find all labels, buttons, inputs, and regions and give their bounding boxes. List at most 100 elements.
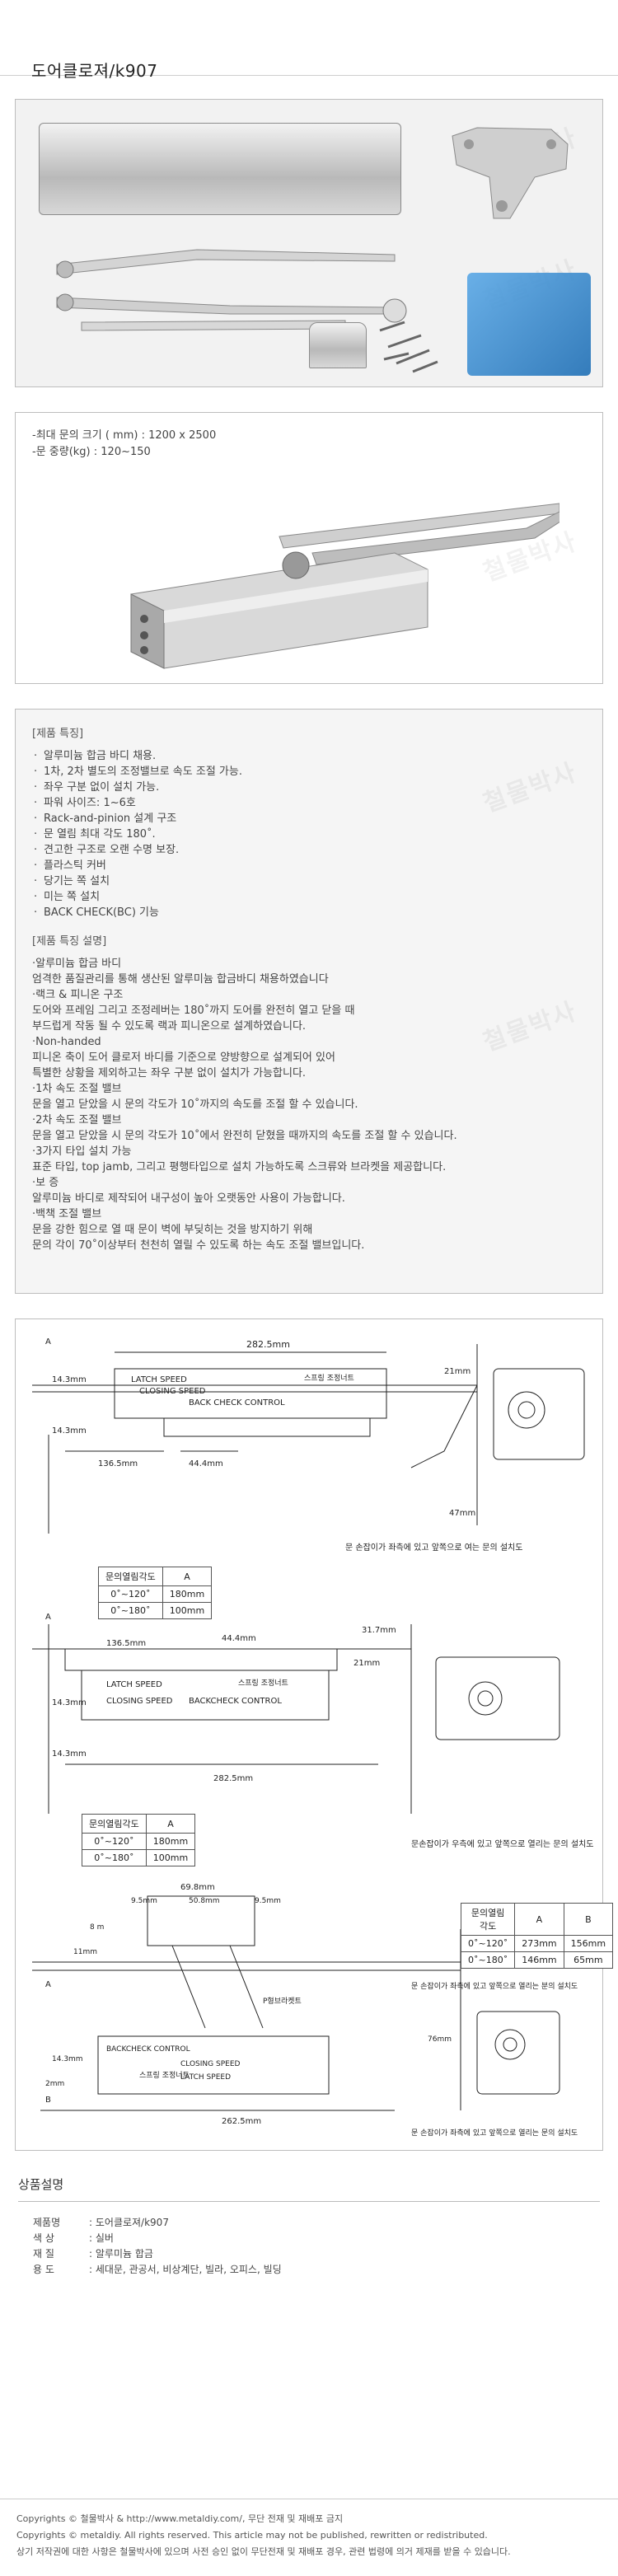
copyright-line: Copyrights © 철물박사 & http://www.metaldiy.… <box>16 2513 344 2524</box>
features-list: 알루미늄 합금 바디 채용. 1차, 2차 별도의 조정밸브로 속도 조절 가능… <box>32 748 457 920</box>
description-line: 문을 열고 닫았을 시 문의 각도가 10˚에서 완전히 닫혔을 때까지의 속도… <box>32 1130 457 1142</box>
dim-label: 44.4mm <box>189 1459 223 1468</box>
description-line: ·보 증 <box>32 1177 59 1189</box>
info-key: 재 질 <box>33 2248 54 2260</box>
spring-nut-label: 스프링 조정너트 <box>139 2070 190 2080</box>
diagram-1 <box>32 1344 585 1534</box>
table-cell: 0˚~120˚ <box>460 1935 516 1952</box>
description-line: 알루미늄 바디로 제작되어 내구성이 높아 오랫동안 사용이 가능합니다. <box>32 1192 345 1205</box>
table-header: A <box>162 1567 213 1586</box>
dim-label: 14.3mm <box>52 1698 87 1707</box>
dim-label: 282.5mm <box>246 1339 290 1350</box>
table-cell: 0˚~180˚ <box>82 1849 147 1866</box>
list-item: 미는 쪽 설치 <box>32 889 457 905</box>
table-header: 문의열림각도 <box>460 1903 516 1936</box>
table-cell: 0˚~180˚ <box>98 1602 163 1619</box>
dim-label: 136.5mm <box>98 1459 138 1468</box>
table-cell: 100mm <box>145 1849 196 1866</box>
end-cap-image <box>309 322 367 368</box>
list-item: 견고한 구조로 오랜 수명 보장. <box>32 842 457 858</box>
table-header: B <box>563 1903 614 1936</box>
table-cell: 0˚~180˚ <box>460 1951 516 1969</box>
list-item: 당기는 쪽 설치 <box>32 873 457 889</box>
description-line: 표준 타입, top jamb, 그리고 평행타입으로 설치 가능하도록 스크류… <box>32 1161 447 1173</box>
description-line: 문의 각이 70˚이상부터 천천히 열릴 수 있도록 하는 속도 조절 밸브입니… <box>32 1239 365 1252</box>
specs-panel: -최대 문의 크기 ( mm) : 1200 x 2500 -문 중량(kg) … <box>15 412 603 684</box>
dim-label: 76mm <box>428 2035 452 2044</box>
backcheck-label: BACKCHECK CONTROL <box>189 1697 282 1706</box>
table-header: A <box>145 1814 196 1834</box>
table-cell: 146mm <box>514 1951 564 1969</box>
latch-speed-label: LATCH SPEED <box>106 1680 162 1689</box>
copyright-line: Copyrights © metaldiy. All rights reserv… <box>16 2530 488 2541</box>
list-item: BACK CHECK(BC) 기능 <box>32 905 457 920</box>
info-row: 제품명 : 도어클로져/k907 <box>33 2215 618 2231</box>
install-note: 문 손잡이가 좌측에 있고 앞쪽으로 열리는 문의 설치도 <box>411 2128 578 2138</box>
description-line: 도어와 프레임 그리고 조정레버는 180˚까지 도어를 완전히 열고 닫을 때 <box>32 1005 355 1017</box>
dim-label: 11mm <box>73 1948 97 1956</box>
install-note: 문손잡이가 우측에 있고 앞쪽으로 열리는 문의 설치도 <box>411 1839 593 1849</box>
description-line: ·Non-handed <box>32 1036 101 1048</box>
dim-label: 21mm <box>353 1659 380 1668</box>
info-row: 재 질 : 알루미늄 합금 <box>33 2246 618 2262</box>
closing-speed-label: CLOSING SPEED <box>180 2060 241 2068</box>
dim-label: 14.3mm <box>52 1426 87 1436</box>
page-title: 도어클로져/k907 <box>31 61 158 81</box>
dim-label: 31.7mm <box>362 1626 396 1635</box>
install-note: 문 손잡이가 좌측에 있고 앞쪽으로 여는 문의 설치도 <box>345 1543 522 1553</box>
list-item: 파워 사이즈: 1~6호 <box>32 795 457 811</box>
dim-label: 14.3mm <box>52 2055 83 2063</box>
description-line: ·백책 조절 밸브 <box>32 1208 102 1220</box>
description-line: 문을 강한 힘으로 열 때 문이 벽에 부딪히는 것을 방지하기 위해 <box>32 1224 313 1236</box>
description-line: 피니온 축이 도어 클로저 바디를 기준으로 양방향으로 설계되어 있어 <box>32 1051 335 1064</box>
info-value: : 실버 <box>89 2232 114 2244</box>
table-header: 문의열림각도 <box>82 1814 147 1834</box>
copyright-line: 상기 저작권에 대한 사항은 철물박사에 있으며 사전 승인 없이 무단전재 및… <box>16 2546 511 2557</box>
spring-nut-label: 스프링 조정너트 <box>304 1373 354 1383</box>
description-line: ·랙크 & 피니온 구조 <box>32 989 124 1001</box>
diagram-2 <box>32 1624 560 1814</box>
list-item: 알루미늄 합금 바디 채용. <box>32 748 457 764</box>
info-key: 색 상 <box>33 2232 54 2244</box>
copyright-footer: Copyrights © 철물박사 & http://www.metaldiy.… <box>0 2499 618 2560</box>
table-cell: 180mm <box>145 1833 196 1850</box>
dim-label: 282.5mm <box>213 1774 253 1783</box>
table-cell: 65mm <box>563 1951 614 1969</box>
spec-door-size: -최대 문의 크기 ( mm) : 1200 x 2500 <box>32 429 217 442</box>
dim-label: 14.3mm <box>52 1749 87 1759</box>
description-line: ·2차 속도 조절 밸브 <box>32 1114 122 1126</box>
list-item: 1차, 2차 별도의 조정밸브로 속도 조절 가능. <box>32 764 457 780</box>
info-key: 용 도 <box>33 2264 54 2275</box>
list-item: 좌우 구분 없이 설치 가능. <box>32 780 457 795</box>
dim-a-label: A <box>45 1613 51 1622</box>
installation-drawings: 282.5mm 14.3mm 14.3mm 136.5mm 44.4mm 21m… <box>32 1337 593 2138</box>
closing-speed-label: CLOSING SPEED <box>106 1697 173 1706</box>
dim-label: 50.8mm <box>189 1897 220 1905</box>
table-header: A <box>514 1903 564 1936</box>
spec-list: -최대 문의 크기 ( mm) : 1200 x 2500 -문 중량(kg) … <box>32 428 216 461</box>
dim-a-label: A <box>45 1337 51 1347</box>
description-line: 부드럽게 작동 될 수 있도록 랙과 피니온으로 설계하였습니다. <box>32 1020 307 1033</box>
dim-label: 2mm <box>45 2080 64 2088</box>
product-info-rows: 제품명 : 도어클로져/k907 색 상 : 실버 재 질 : 알루미늄 합금 용 도… <box>33 2215 618 2278</box>
install-note: 문 손잡이가 좌측에 있고 앞쪽으로 열리는 분의 설치도 <box>411 1981 578 1991</box>
closer-body-image <box>39 123 401 215</box>
dim-label: 9.5mm <box>255 1897 281 1905</box>
page-header: 도어클로져/k907 <box>0 0 618 81</box>
features-heading: [제품 특징] <box>32 728 84 740</box>
description-line: ·1차 속도 조절 밸브 <box>32 1083 122 1095</box>
latch-speed-label: LATCH SPEED <box>131 1375 187 1384</box>
info-key: 제품명 <box>33 2217 61 2228</box>
info-value: : 알루미늄 합금 <box>89 2248 153 2260</box>
dim-label: 262.5mm <box>222 2117 261 2126</box>
dim-label: 69.8mm <box>180 1883 215 1892</box>
table-cell: 156mm <box>563 1935 614 1952</box>
assembled-closer-image <box>130 503 559 669</box>
info-value: : 도어클로져/k907 <box>89 2217 169 2228</box>
product-components-photo: 철물박사 철물박사 <box>15 99 603 387</box>
info-row: 용 도: 세대문, 관공서, 비상계단, 빌라, 오피스, 빌딩 <box>33 2262 618 2278</box>
